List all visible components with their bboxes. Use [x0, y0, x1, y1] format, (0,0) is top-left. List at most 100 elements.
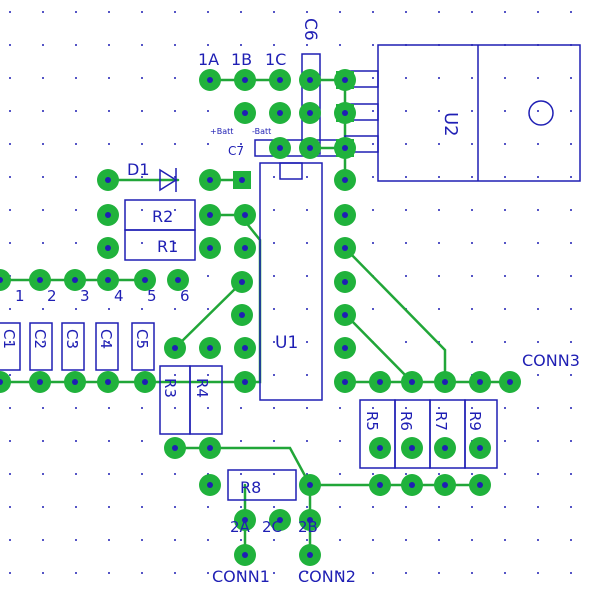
grid-dot	[42, 242, 44, 244]
grid-dot	[273, 242, 275, 244]
grid-dot	[438, 506, 440, 508]
grid-dot	[273, 11, 275, 13]
grid-dot	[537, 143, 539, 145]
grid-dot	[405, 110, 407, 112]
grid-dot	[273, 275, 275, 277]
grid-dot	[174, 44, 176, 46]
grid-dot	[504, 11, 506, 13]
grid-dot	[471, 572, 473, 574]
grid-dot	[273, 176, 275, 178]
pad-drill	[342, 245, 348, 251]
grid-dot	[174, 242, 176, 244]
grid-dot	[537, 572, 539, 574]
grid-dot	[273, 341, 275, 343]
grid-dot	[306, 44, 308, 46]
grid-dot	[240, 473, 242, 475]
label-pin-4: 4	[114, 287, 124, 305]
grid-dot	[240, 407, 242, 409]
grid-dot	[9, 506, 11, 508]
grid-dot	[471, 242, 473, 244]
pad-drill	[342, 279, 348, 285]
grid-dot	[471, 539, 473, 541]
pad-drill	[242, 552, 248, 558]
grid-dot	[75, 539, 77, 541]
pad-drill	[142, 277, 148, 283]
grid-dot	[174, 374, 176, 376]
label-conn1: CONN1	[212, 567, 270, 586]
grid-dot	[537, 407, 539, 409]
label-r2: R2	[152, 207, 173, 226]
grid-dot	[174, 308, 176, 310]
grid-dot	[372, 539, 374, 541]
grid-dot	[141, 209, 143, 211]
pad-drill	[72, 277, 78, 283]
grid-dot	[306, 407, 308, 409]
label-pin-6: 6	[180, 287, 190, 305]
grid-dot	[9, 77, 11, 79]
grid-dot	[9, 572, 11, 574]
label-1b: 1B	[231, 50, 252, 69]
grid-dot	[75, 341, 77, 343]
grid-dot	[570, 440, 572, 442]
grid-dot	[339, 11, 341, 13]
grid-dot	[504, 407, 506, 409]
grid-dot	[42, 110, 44, 112]
grid-dot	[9, 11, 11, 13]
grid-dot	[438, 176, 440, 178]
grid-dot	[537, 176, 539, 178]
grid-dot	[438, 209, 440, 211]
label-r1: R1	[157, 237, 178, 256]
label-c2: C2	[31, 329, 49, 349]
pad	[0, 269, 11, 291]
grid-dot	[339, 440, 341, 442]
label-pin-1: 1	[15, 287, 25, 305]
pad-drill	[342, 145, 348, 151]
grid-dot	[372, 110, 374, 112]
pad-drill	[342, 77, 348, 83]
grid-dot	[141, 308, 143, 310]
pad-drill	[307, 482, 313, 488]
u2-hole	[528, 100, 554, 126]
pad-drill	[409, 379, 415, 385]
grid-dot	[405, 407, 407, 409]
pad-drill	[307, 552, 313, 558]
pad-drill	[277, 77, 283, 83]
grid-dot	[306, 176, 308, 178]
label-c1: C1	[0, 329, 18, 349]
grid-dot	[42, 176, 44, 178]
label-2b: 2B	[298, 518, 318, 536]
label-2a: 2A	[230, 518, 251, 536]
r4-body	[189, 365, 223, 435]
grid-dot	[438, 143, 440, 145]
grid-dot	[306, 11, 308, 13]
pad-drill	[242, 77, 248, 83]
labels: C6 U2 1A 1B 1C +Batt -Batt C7 D1 R2 R1 1…	[0, 18, 580, 586]
grid-dot	[471, 143, 473, 145]
grid-dot	[42, 143, 44, 145]
grid-dot	[273, 539, 275, 541]
grid-dot	[306, 506, 308, 508]
pad-drill	[207, 177, 213, 183]
grid-dot	[471, 341, 473, 343]
grid-dot	[108, 110, 110, 112]
label-u2: U2	[440, 112, 461, 137]
grid-dot	[537, 77, 539, 79]
r9-body	[464, 399, 498, 469]
grid-dot	[42, 209, 44, 211]
grid-dot	[372, 44, 374, 46]
u2-body	[377, 44, 581, 182]
grid-dot	[75, 77, 77, 79]
grid-dot	[570, 473, 572, 475]
grid-dot	[75, 242, 77, 244]
grid-dot	[108, 44, 110, 46]
grid-dot	[471, 275, 473, 277]
grid-dot	[108, 506, 110, 508]
grid-dot	[273, 407, 275, 409]
grid-dot	[207, 11, 209, 13]
grid-dot	[75, 506, 77, 508]
pad-drill	[377, 445, 383, 451]
grid-dot	[438, 11, 440, 13]
grid-dot	[108, 440, 110, 442]
pad-drill	[242, 517, 248, 523]
trace-u1-right-diag	[343, 246, 447, 384]
